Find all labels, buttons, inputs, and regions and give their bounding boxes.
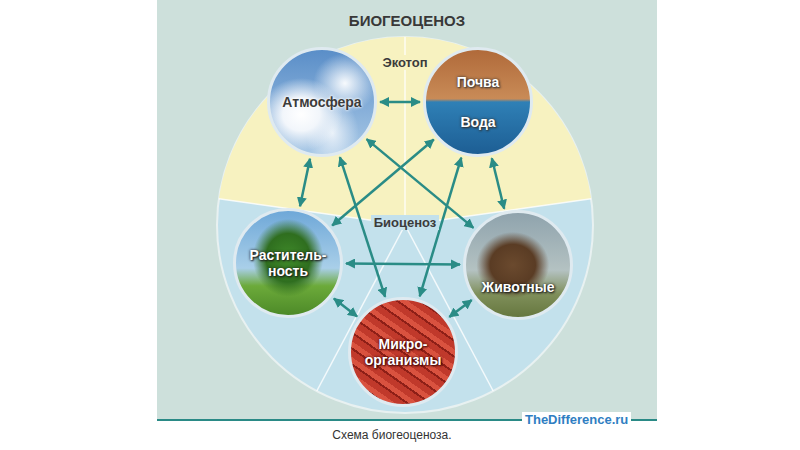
circle-label: Почва <box>457 74 500 90</box>
region-label: Биоценоз <box>371 215 440 230</box>
circle-label: Раститель-ность <box>240 247 336 279</box>
ecotope-area <box>219 37 591 225</box>
connector-arrow <box>334 299 357 317</box>
component-circle: ПочваВода <box>423 47 533 157</box>
caption: Схема биогеоценоза. <box>157 428 627 442</box>
circle-label: Животные <box>482 279 555 295</box>
watermark: TheDifference.ru <box>522 412 631 427</box>
connector-arrow <box>300 159 310 207</box>
component-circle: Раститель-ность <box>233 208 343 318</box>
connector-arrow <box>332 140 434 226</box>
circle-label: Микро-организмы <box>355 336 451 368</box>
panel <box>157 0 657 420</box>
diagram-title: БИОГЕОЦЕНОЗ <box>157 12 657 29</box>
connector-arrow <box>346 264 460 265</box>
component-circle: Атмосфера <box>267 47 377 157</box>
region-label: Экотоп <box>379 55 430 70</box>
circle-label: Вода <box>460 114 495 130</box>
connector-arrow <box>380 101 420 104</box>
circle-label: Атмосфера <box>282 94 361 110</box>
sector-dividers <box>219 37 591 391</box>
label-holder: Экотоп <box>217 53 593 71</box>
biocenosis-area <box>217 37 593 413</box>
component-circle: Животные <box>463 210 573 320</box>
component-circle: Микро-организмы <box>348 297 458 407</box>
connector-arrow <box>449 300 471 317</box>
connector-arrow <box>492 158 504 208</box>
region-area: БиоценозРаститель-ностьЖивотныеМикро-орг… <box>217 195 593 420</box>
region-area: ЭкотопАтмосфера ПочваВода <box>217 37 593 197</box>
